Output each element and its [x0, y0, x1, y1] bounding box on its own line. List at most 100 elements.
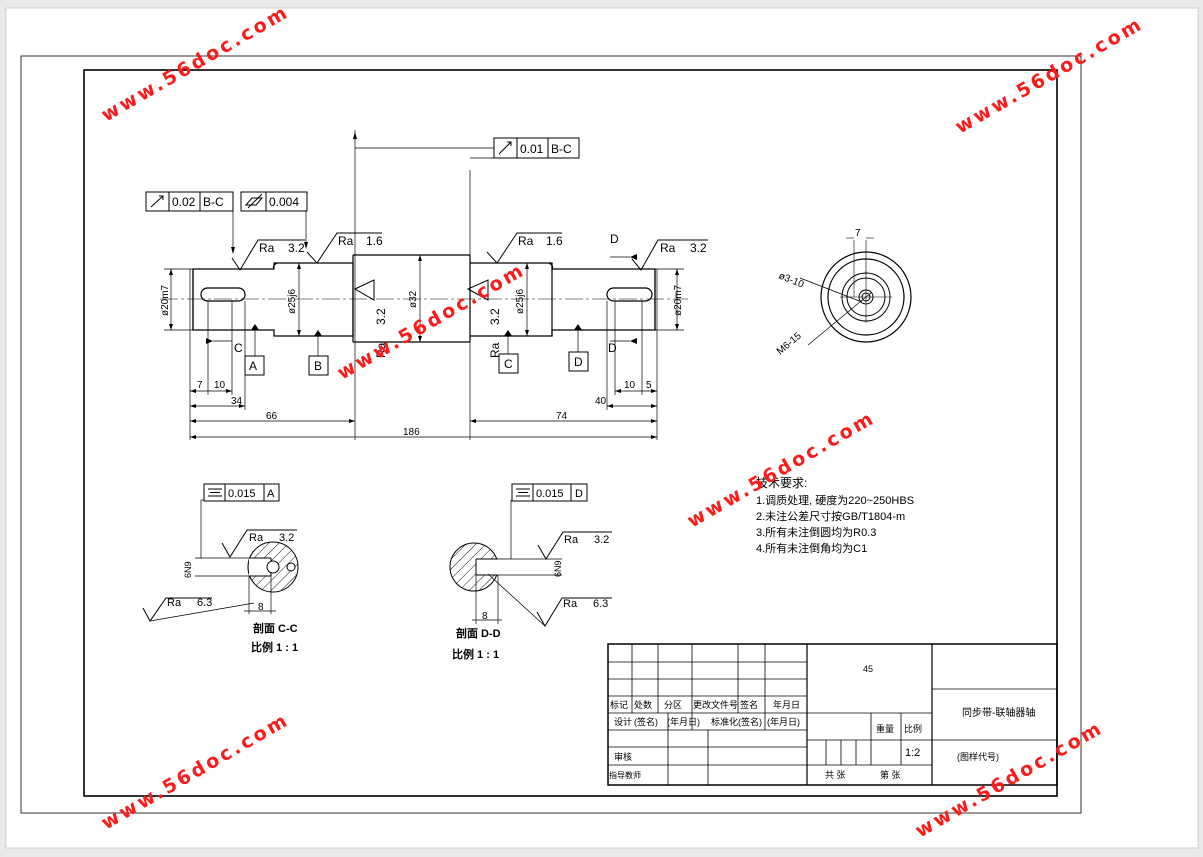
part-name: 同步带-联轴器轴: [962, 706, 1035, 719]
drawing-code: (图样代号): [957, 751, 999, 762]
standardization-label: 标准化: [711, 716, 738, 727]
dim-10: 10: [214, 380, 226, 391]
tech-item: 3.所有未注倒圆均为R0.3: [756, 525, 876, 539]
design-date: (年月日): [667, 716, 700, 727]
tolerance-frames-main: [145, 137, 580, 212]
datum-a: A: [249, 359, 257, 373]
datum-c: C: [504, 357, 513, 371]
end-view-dim-7: 7: [855, 228, 861, 239]
header-doc: 更改文件号: [693, 699, 738, 710]
weight-label: 重量: [876, 723, 894, 734]
symmetry-c-ref: A: [267, 488, 275, 500]
ra-value: 3.2: [288, 241, 305, 255]
ra-label: Ra: [563, 598, 578, 610]
arrowheads: [169, 132, 679, 439]
runout-mid-value: 0.01: [520, 142, 544, 156]
symmetry-c-value: 0.015: [228, 488, 256, 500]
keyway-c-dim: 6N9: [183, 561, 193, 578]
runout-left-value: 0.02: [172, 195, 196, 209]
ra-label: Ra: [518, 234, 534, 248]
advisor-label: 指导教师: [609, 770, 641, 780]
section-c-text: 0.015 A Ra 3.2 Ra 6.3 6N9 8 剖面 C-C 比例 1 …: [167, 488, 298, 654]
header-date: 年月日: [773, 699, 800, 710]
symmetry-d-ref: D: [575, 488, 583, 500]
diameter-label: ø32: [408, 290, 419, 308]
ra-value: 1.6: [546, 234, 563, 248]
paper-sheet: [5, 7, 1199, 849]
section-d-d: [449, 483, 612, 627]
end-view: [799, 237, 912, 346]
tech-item: 1.调质处理, 硬度为220~250HBS: [756, 493, 914, 507]
ra-inner-value: 3.2: [374, 308, 388, 325]
outer-border: [20, 55, 1082, 814]
dim-5: 5: [646, 380, 652, 391]
section-mark-d: D: [608, 341, 617, 355]
tech-item: 2.未注公差尺寸按GB/T1804-m: [756, 509, 905, 523]
material: 45: [863, 664, 873, 674]
dim-74: 74: [556, 411, 568, 422]
ra-inner-label: Ra: [488, 342, 502, 358]
std-date: (年月日): [767, 716, 800, 727]
section-d-title: 剖面 D-D: [456, 626, 501, 640]
tech-item: 4.所有未注倒角均为C1: [756, 541, 867, 555]
dim-10-right: 10: [624, 380, 636, 391]
dim-186: 186: [403, 427, 420, 438]
tech-heading: 技术要求:: [756, 476, 807, 490]
diameter-label: ø25j6: [287, 289, 298, 314]
dim-7: 7: [197, 380, 203, 391]
review-label: 审核: [614, 751, 632, 762]
section-c-scale: 比例 1 : 1: [251, 640, 298, 654]
keyway-d-width: 8: [482, 611, 488, 622]
keyway-d-dim: 6N9: [553, 560, 563, 577]
dim-66: 66: [266, 411, 278, 422]
sheet-number: 第 张: [880, 769, 901, 780]
inner-frame: [83, 69, 1058, 797]
ra-label: Ra: [564, 534, 579, 546]
ra-label: Ra: [167, 597, 182, 609]
ra-label: Ra: [259, 241, 275, 255]
design-sign: (签名): [634, 716, 658, 727]
section-mark-c: C: [234, 341, 243, 355]
dim-34: 34: [231, 396, 243, 407]
datum-boxes: [244, 351, 589, 376]
datum-b: B: [314, 359, 322, 373]
section-d-text: 0.015 D Ra 3.2 Ra 6.3 6N9 8 剖面 D-D 比例 1 …: [452, 488, 609, 661]
dim-40: 40: [595, 396, 607, 407]
sheet-total: 共 张: [825, 770, 846, 780]
ra-value: 3.2: [594, 534, 609, 546]
shaft-main-view: [192, 254, 656, 343]
ra-label: Ra: [660, 241, 676, 255]
ra-value: 3.2: [690, 241, 707, 255]
technical-requirements: 技术要求: 1.调质处理, 硬度为220~250HBS 2.未注公差尺寸按GB/…: [756, 476, 914, 555]
ra-value: 3.2: [279, 532, 294, 544]
section-d-scale: 比例 1 : 1: [452, 647, 499, 661]
ra-value: 6.3: [197, 597, 212, 609]
diameter-label: ø20m7: [160, 284, 171, 316]
runout-left-ref: B-C: [203, 195, 224, 209]
ra-value: 1.6: [366, 234, 383, 248]
title-block-text: 45 同步带-联轴器轴 (图样代号) 标记 处数 分区 更改文件号 签名 年月日…: [609, 664, 1035, 780]
section-c-title: 剖面 C-C: [253, 621, 298, 635]
roughness-symbols-main: [231, 232, 708, 271]
section-c-c: [142, 483, 299, 622]
runout-mid-ref: B-C: [551, 142, 572, 156]
cylindricity-value: 0.004: [269, 195, 299, 209]
std-sign: (签名): [738, 716, 762, 727]
scale-label: 比例: [904, 723, 922, 734]
diameter-label: ø25j6: [515, 289, 526, 314]
ra-value: 6.3: [593, 598, 608, 610]
diameter-label: ø20m7: [673, 284, 684, 316]
design-label: 设计: [614, 716, 632, 727]
main-view-text: 0.02 B-C 0.004 0.01 B-C Ra 3.2 Ra 1.6 Ra…: [160, 142, 707, 438]
ra-label: Ra: [249, 532, 264, 544]
header-count: 处数: [634, 699, 652, 710]
title-block: [607, 643, 1058, 786]
ra-inner-value: 3.2: [488, 308, 502, 325]
scale-value: 1:2: [905, 747, 920, 759]
ra-label: Ra: [338, 234, 354, 248]
datum-d: D: [574, 355, 583, 369]
ra-inner-label: Ra: [374, 342, 388, 358]
header-mark: 标记: [610, 699, 628, 710]
